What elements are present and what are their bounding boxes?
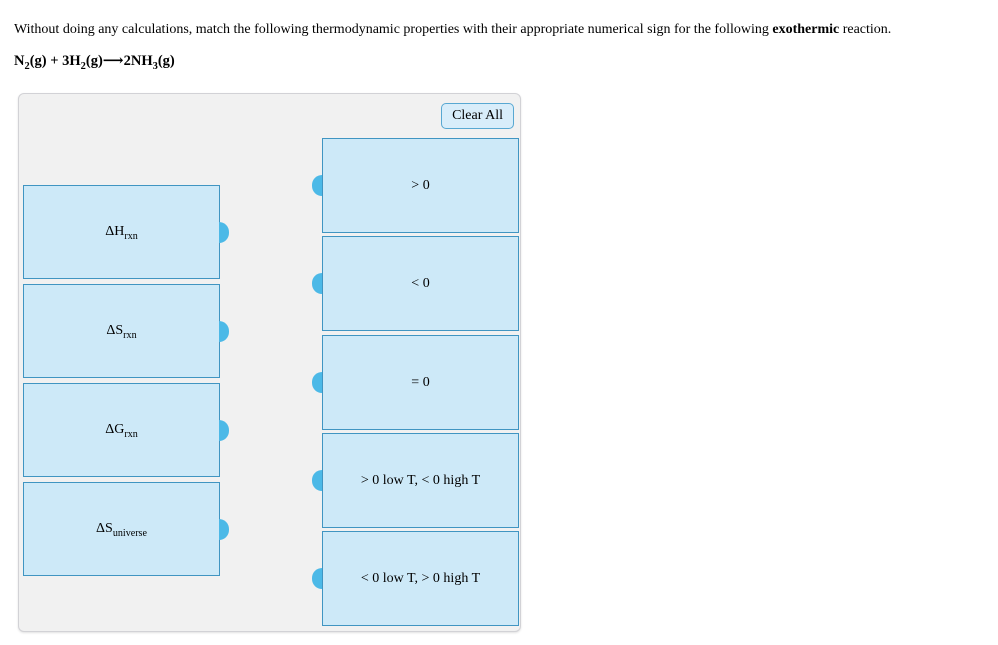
equation-segment: ⟶ (102, 52, 124, 69)
term-box[interactable]: ΔSuniverse (23, 482, 220, 576)
term-box[interactable]: ΔHrxn (23, 185, 220, 279)
sign-label: < 0 (411, 275, 430, 291)
equation-segment: (g) + 3H (29, 52, 81, 69)
question-prefix: Without doing any calculations, match th… (14, 22, 773, 37)
question-text: Without doing any calculations, match th… (14, 22, 891, 38)
term-label: ΔSuniverse (96, 521, 147, 539)
equation-subscript: 3 (152, 60, 158, 72)
term-connector[interactable] (219, 420, 229, 441)
sign-box[interactable]: > 0 low T, < 0 high T (322, 433, 519, 528)
term-connector[interactable] (219, 222, 229, 243)
equation-segment: (g) (85, 52, 103, 69)
term-label: ΔSrxn (106, 323, 137, 341)
sign-box[interactable]: < 0 (322, 236, 519, 331)
equation-subscript: 2 (24, 60, 30, 72)
sign-connector[interactable] (312, 568, 322, 589)
sign-connector[interactable] (312, 273, 322, 294)
term-label: ΔHrxn (105, 224, 138, 242)
sign-label: < 0 low T, > 0 high T (360, 570, 481, 586)
sign-connector[interactable] (312, 175, 322, 196)
sign-box[interactable]: < 0 low T, > 0 high T (322, 531, 519, 626)
term-box[interactable]: ΔGrxn (23, 383, 220, 477)
sign-connector[interactable] (312, 372, 322, 393)
sign-label: > 0 (411, 177, 430, 193)
reaction-equation: N2(g) + 3H2(g)⟶2NH3(g) (14, 52, 175, 72)
term-label: ΔGrxn (105, 422, 138, 440)
equation-subscript: 2 (80, 60, 86, 72)
equation-segment: (g) (157, 52, 175, 69)
question-emphasis: exothermic (772, 22, 840, 37)
equation-segment: 2NH (123, 52, 153, 69)
sign-label: > 0 low T, < 0 high T (360, 472, 481, 488)
term-box[interactable]: ΔSrxn (23, 284, 220, 378)
clear-all-button[interactable]: Clear All (441, 103, 514, 129)
sign-box[interactable]: > 0 (322, 138, 519, 233)
equation-segment: N (14, 52, 25, 69)
question-suffix: reaction. (839, 22, 892, 37)
sign-label: = 0 (411, 374, 430, 390)
term-connector[interactable] (219, 321, 229, 342)
sign-connector[interactable] (312, 470, 322, 491)
sign-box[interactable]: = 0 (322, 335, 519, 430)
term-connector[interactable] (219, 519, 229, 540)
